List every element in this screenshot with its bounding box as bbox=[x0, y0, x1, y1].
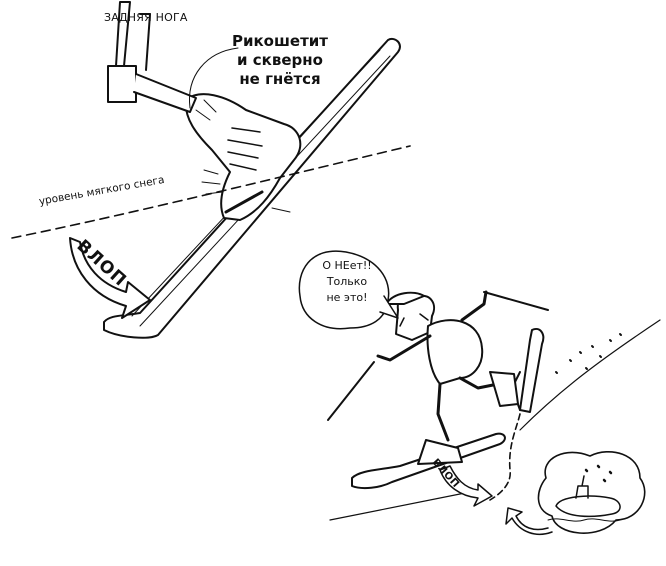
speech-line3: не это! bbox=[326, 291, 368, 304]
pole-right bbox=[483, 291, 549, 311]
speech-text: О НЕет!! Только не это! bbox=[312, 258, 382, 306]
thought-dots bbox=[584, 464, 613, 483]
snow-slope bbox=[329, 319, 661, 521]
label-back-leg: ЗАДНЯЯ НОГА bbox=[104, 11, 188, 24]
submarine-waves bbox=[547, 518, 621, 522]
snow-level-line bbox=[11, 145, 411, 239]
speech-bubble bbox=[298, 250, 390, 330]
submarine-icon bbox=[555, 475, 621, 518]
speech-line2: Только bbox=[326, 275, 368, 288]
arrow-curved bbox=[505, 507, 553, 536]
binding-leg-top bbox=[107, 1, 197, 113]
arrow-big bbox=[69, 237, 151, 319]
pole-left bbox=[327, 361, 375, 421]
label-ricochet-line1: Рикошетит bbox=[232, 32, 328, 50]
speech-tail bbox=[379, 295, 399, 319]
label-ricochet: Рикошетит и скверно не гнётся bbox=[232, 32, 328, 89]
leader-ricochet bbox=[189, 47, 239, 109]
snow-dots bbox=[555, 333, 622, 374]
impact-lines bbox=[201, 169, 291, 213]
skier bbox=[376, 290, 519, 465]
boot-top bbox=[184, 93, 302, 221]
thought-bubble bbox=[537, 451, 646, 534]
arrow-small bbox=[439, 465, 493, 507]
label-ricochet-line2: и скверно bbox=[237, 51, 323, 69]
dashed-path bbox=[489, 413, 521, 501]
speech-line1: О НЕет!! bbox=[322, 259, 372, 272]
label-ricochet-line3: не гнётся bbox=[239, 70, 321, 88]
